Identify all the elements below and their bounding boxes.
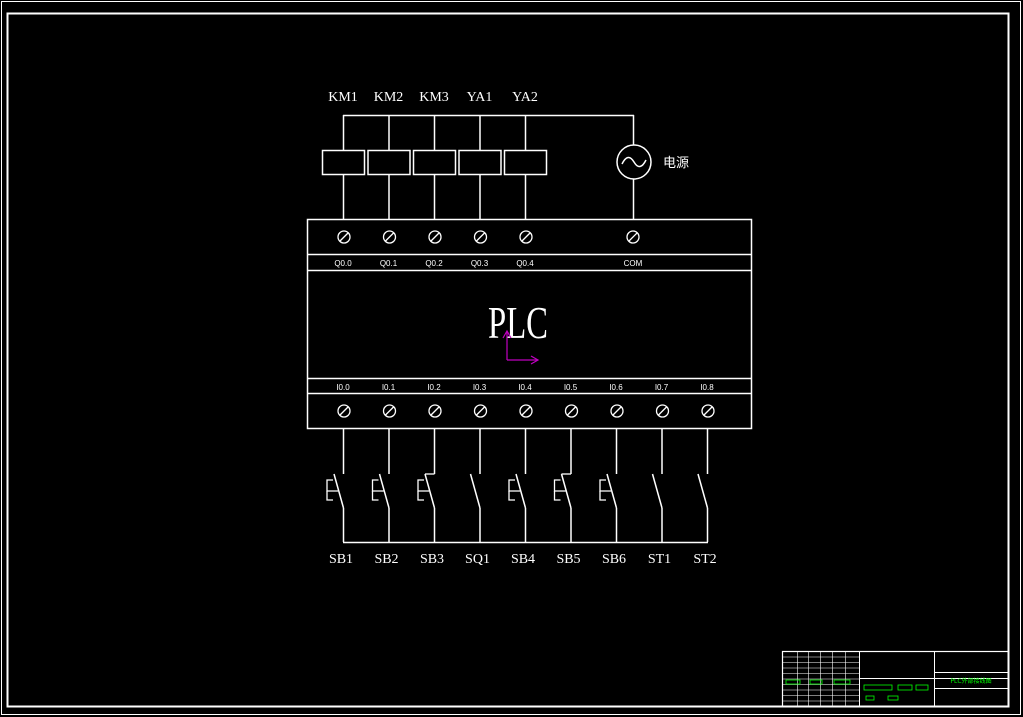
output-terminal-screw xyxy=(428,230,442,244)
input-terminal-label: I0.3 xyxy=(473,383,487,392)
power-source-label: 电源 xyxy=(663,156,689,171)
output-terminal-screw xyxy=(337,230,351,244)
title-block: PLC外部接线图 xyxy=(781,650,1010,708)
input-terminal-label: I0.6 xyxy=(609,383,623,392)
input-terminal-label: I0.7 xyxy=(655,383,669,392)
input-terminal-screw xyxy=(519,404,533,418)
switch-blade xyxy=(333,473,345,509)
coil-label: KM2 xyxy=(374,90,404,105)
coil-symbol xyxy=(321,149,366,176)
input-terminal-screw xyxy=(428,404,442,418)
ucs-icon xyxy=(502,329,540,365)
switch-blade xyxy=(424,473,436,509)
coil-symbol xyxy=(503,149,548,176)
input-terminal-screw xyxy=(382,404,397,418)
switch-label: ST2 xyxy=(693,552,716,567)
input-terminal-screw xyxy=(655,404,670,418)
drawing-title: PLC外部接线图 xyxy=(950,677,991,685)
switch-label: ST1 xyxy=(648,552,671,567)
input-terminal-label: I0.4 xyxy=(518,383,532,392)
revision-grid xyxy=(782,651,859,707)
input-terminal-label: I0.1 xyxy=(382,383,396,392)
com-terminal-label: COM xyxy=(624,259,643,268)
input-terminal-label: I0.8 xyxy=(700,383,714,392)
input-terminal-screw xyxy=(701,404,715,418)
coil-label: KM3 xyxy=(419,90,449,105)
switch-label: SQ1 xyxy=(465,552,490,567)
input-terminal-label: I0.5 xyxy=(564,383,578,392)
power-source: 电源 xyxy=(343,114,689,220)
plc-unit: PLC COM xyxy=(306,218,753,430)
output-terminal-label: Q0.3 xyxy=(471,259,489,268)
coil-symbol xyxy=(412,149,457,176)
switch-label: SB3 xyxy=(420,552,444,567)
titleblock-stamps xyxy=(785,679,929,701)
output-terminal-label: Q0.2 xyxy=(425,259,443,268)
switch-blade xyxy=(515,473,527,509)
coil-symbol xyxy=(458,149,502,176)
coil-label: KM1 xyxy=(328,90,358,105)
plc-label: PLC xyxy=(488,297,548,348)
output-terminal-screw xyxy=(382,230,397,244)
switch-blade xyxy=(606,473,618,509)
output-terminal-label: Q0.0 xyxy=(334,259,352,268)
input-terminal-screw xyxy=(564,404,579,418)
com-terminal: COM xyxy=(624,230,643,268)
coil-symbol xyxy=(367,149,411,176)
switch-label: SB4 xyxy=(511,552,535,567)
switch-label: SB6 xyxy=(602,552,626,567)
switch-label: SB5 xyxy=(556,552,580,567)
switch-blade xyxy=(378,473,390,509)
switch-label: SB1 xyxy=(329,552,353,567)
switch-label: SB2 xyxy=(374,552,398,567)
switch-blade xyxy=(560,473,572,509)
input-terminal-label: I0.0 xyxy=(336,383,350,392)
input-terminal-screw xyxy=(610,404,624,418)
output-terminal-screw xyxy=(519,230,533,244)
coil-label: YA1 xyxy=(467,90,493,105)
input-terminal-label: I0.2 xyxy=(427,383,441,392)
switch-blade xyxy=(651,473,663,509)
switch-blade xyxy=(469,473,481,509)
switch-blade xyxy=(697,473,709,509)
input-terminal-screw xyxy=(337,404,351,418)
coil-label: YA2 xyxy=(512,90,538,105)
output-terminal-label: Q0.1 xyxy=(380,259,398,268)
drawing-frame xyxy=(6,12,1010,708)
output-terminal-screw xyxy=(473,230,488,244)
output-terminal-label: Q0.4 xyxy=(516,259,534,268)
input-terminal-screw xyxy=(473,404,488,418)
